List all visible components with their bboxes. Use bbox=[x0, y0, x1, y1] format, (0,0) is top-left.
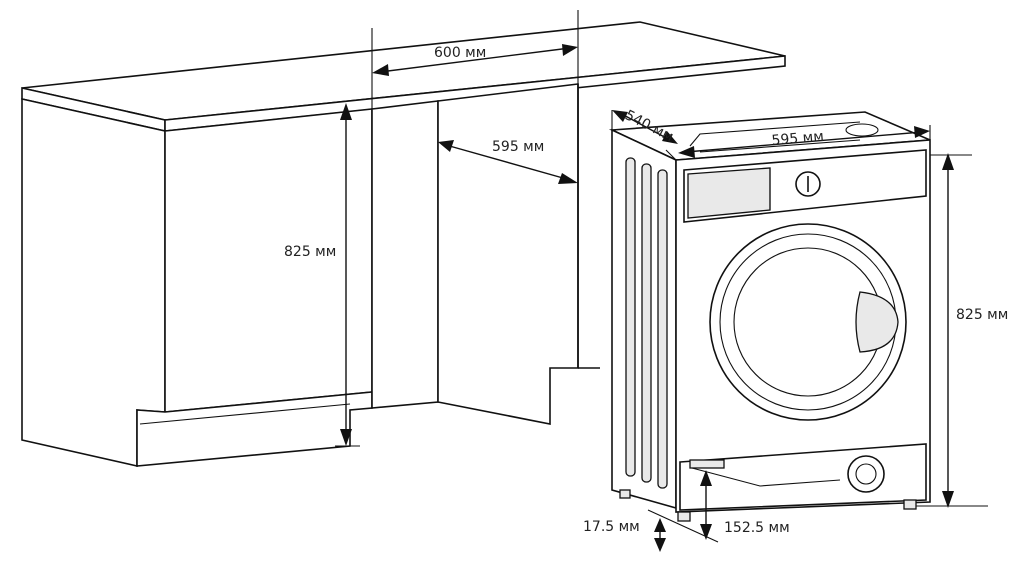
machine-foot bbox=[619, 489, 631, 499]
dim-niche-depth: 595 мм bbox=[438, 139, 578, 184]
door-handle bbox=[855, 291, 899, 353]
side-rib bbox=[641, 163, 652, 483]
machine-foot bbox=[903, 499, 917, 510]
label-niche-width: 600 мм bbox=[434, 45, 486, 61]
label-niche-height: 825 мм bbox=[284, 244, 336, 260]
label-machine-width: 595 мм bbox=[771, 128, 824, 148]
side-rib bbox=[657, 169, 668, 489]
filter-cap bbox=[847, 455, 885, 493]
dim-machine-width: 595 мм bbox=[678, 126, 930, 158]
label-niche-depth: 595 мм bbox=[492, 139, 544, 155]
dim-niche-width: 600 мм bbox=[372, 44, 578, 76]
kitchen-cabinet bbox=[21, 10, 786, 468]
cabinet-plinth bbox=[136, 391, 373, 467]
label-machine-height: 825 мм bbox=[956, 307, 1008, 323]
cabinet-door bbox=[164, 108, 373, 413]
dim-niche-height: 825 мм bbox=[284, 103, 352, 446]
label-plinth-height: 152.5 мм bbox=[724, 520, 790, 536]
niche-inner-wall bbox=[437, 83, 579, 425]
dim-machine-height: 825 мм bbox=[942, 153, 1008, 508]
niche-back-wall bbox=[371, 100, 439, 409]
plinth-vent bbox=[689, 459, 725, 469]
machine-foot bbox=[677, 511, 691, 522]
side-rib bbox=[625, 157, 636, 477]
label-foot-height: 17.5 мм bbox=[583, 519, 640, 535]
detergent-drawer bbox=[687, 167, 771, 219]
washing-machine bbox=[608, 110, 988, 522]
dim-plinth-height: 152.5 мм bbox=[700, 470, 790, 540]
dim-foot-height: 17.5 мм bbox=[583, 509, 719, 552]
door-ring bbox=[709, 223, 907, 421]
